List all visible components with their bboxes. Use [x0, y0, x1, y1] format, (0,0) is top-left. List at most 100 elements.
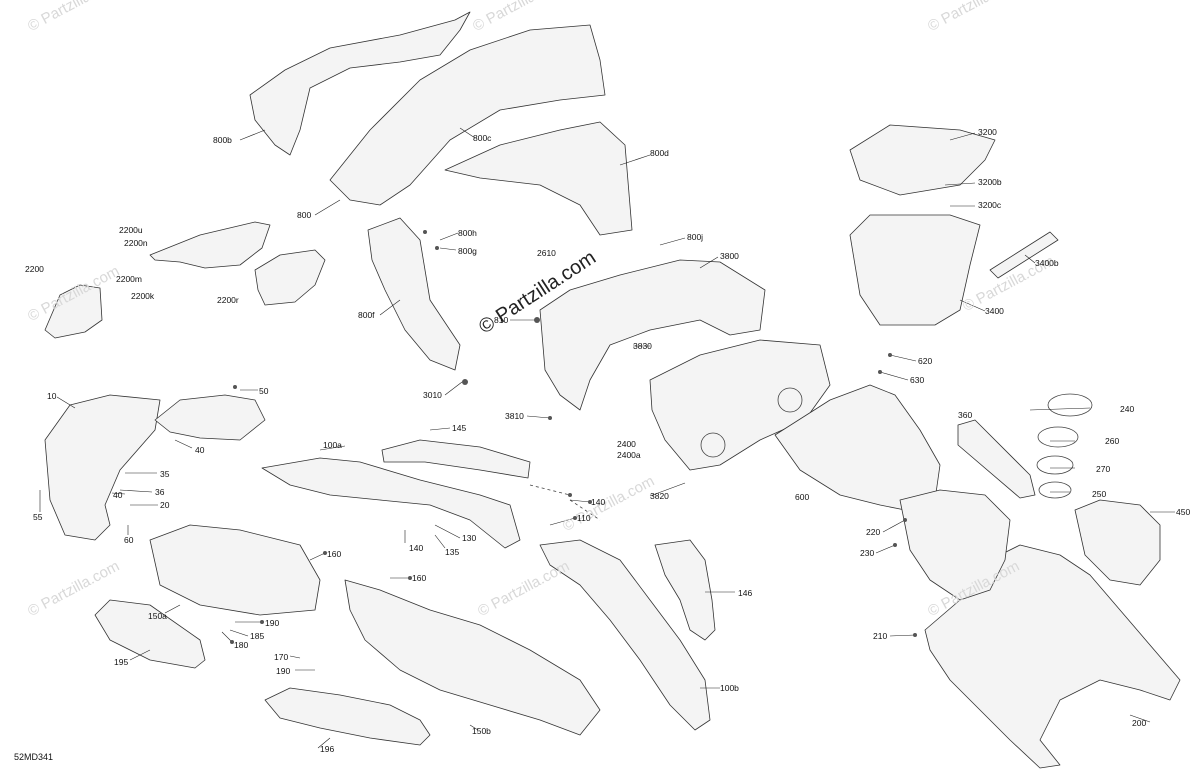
callout-800j[interactable]: 800j	[687, 232, 704, 242]
callout-2200n[interactable]: 2200n	[124, 238, 148, 248]
callout-3400[interactable]: 3400	[985, 306, 1004, 316]
callout-140-right[interactable]: 140	[591, 497, 606, 507]
callout-2200r[interactable]: 2200r	[217, 295, 239, 305]
callout-3810[interactable]: 3810	[505, 411, 524, 421]
callout-3010[interactable]: 3010	[423, 390, 442, 400]
callout-110[interactable]: 110	[577, 513, 591, 523]
callout-360[interactable]: 360	[958, 410, 973, 420]
callout-800d[interactable]: 800d	[650, 148, 669, 158]
part-145-shape	[381, 439, 531, 479]
part-360-shape	[957, 419, 1036, 499]
part-3400b-shape	[989, 231, 1059, 279]
callout-270[interactable]: 270	[1096, 464, 1111, 474]
part-3400-shape	[849, 214, 981, 326]
callout-3200[interactable]: 3200	[978, 127, 997, 137]
part-800d-shape	[444, 121, 633, 236]
callout-180[interactable]: 180	[234, 640, 249, 650]
callout-450[interactable]: 450	[1176, 507, 1191, 517]
callout-630[interactable]: 630	[910, 375, 925, 385]
callout-2400[interactable]: 2400	[617, 439, 636, 449]
callout-10[interactable]: 10	[47, 391, 57, 401]
callout-250[interactable]: 250	[1092, 489, 1107, 499]
part-2400-lens-2	[777, 387, 803, 413]
part-196-shape	[264, 687, 431, 746]
callout-160-left[interactable]: 160	[327, 549, 342, 559]
callout-40-top[interactable]: 40	[195, 445, 205, 455]
callout-600[interactable]: 600	[795, 492, 810, 502]
callout-150b[interactable]: 150b	[472, 726, 491, 736]
part-40-bracket	[154, 394, 266, 441]
callout-35[interactable]: 35	[160, 469, 170, 479]
part-250-ring	[1038, 481, 1072, 499]
part-450-shape	[1074, 499, 1161, 586]
callout-185[interactable]: 185	[250, 631, 265, 641]
callout-55[interactable]: 55	[33, 512, 43, 522]
part-260-ring	[1037, 426, 1079, 448]
callout-800g[interactable]: 800g	[458, 246, 477, 256]
part-2200-bracket	[149, 221, 271, 269]
callout-130[interactable]: 130	[462, 533, 477, 543]
callout-620[interactable]: 620	[918, 356, 933, 366]
callout-3400b[interactable]: 3400b	[1035, 258, 1059, 268]
callout-36[interactable]: 36	[155, 487, 165, 497]
guide-line-1	[529, 484, 571, 496]
callout-260[interactable]: 260	[1105, 436, 1120, 446]
part-270-ring	[1036, 455, 1074, 475]
callout-170[interactable]: 170	[274, 652, 289, 662]
callout-3830[interactable]: 3830	[633, 341, 652, 351]
guide-line-2	[569, 499, 601, 521]
part-2200-mirror-right	[254, 249, 326, 306]
callout-3800[interactable]: 3800	[720, 251, 739, 261]
callout-800h[interactable]: 800h	[458, 228, 477, 238]
callout-810[interactable]: 810	[494, 315, 509, 325]
callout-100a[interactable]: 100a	[323, 440, 342, 450]
callout-3820[interactable]: 3820	[650, 491, 669, 501]
callout-150a[interactable]: 150a	[148, 611, 167, 621]
callout-2200u[interactable]: 2200u	[119, 225, 143, 235]
callout-190-top[interactable]: 190	[265, 618, 280, 628]
callout-2200k[interactable]: 2200k	[131, 291, 155, 301]
callout-3200b[interactable]: 3200b	[978, 177, 1002, 187]
callout-135[interactable]: 135	[445, 547, 460, 557]
part-146-shape	[654, 539, 716, 641]
part-220-shape	[899, 489, 1011, 601]
callout-60[interactable]: 60	[124, 535, 134, 545]
callout-200[interactable]: 200	[1132, 718, 1147, 728]
part-3200-shape	[849, 124, 996, 196]
callout-2200[interactable]: 2200	[25, 264, 44, 274]
callout-195[interactable]: 195	[114, 657, 129, 667]
part-195-shape	[94, 599, 206, 669]
callout-40-bottom[interactable]: 40	[113, 490, 123, 500]
part-10-shape	[44, 394, 161, 541]
callout-2200m[interactable]: 2200m	[116, 274, 142, 284]
callout-140-left[interactable]: 140	[409, 543, 424, 553]
part-3800-shape	[539, 259, 766, 411]
callout-190-bottom[interactable]: 190	[276, 666, 291, 676]
part-150b-shape	[344, 579, 601, 736]
callout-220[interactable]: 220	[866, 527, 881, 537]
callout-196[interactable]: 196	[320, 744, 335, 754]
callout-2610[interactable]: 2610	[537, 248, 556, 258]
callout-800c[interactable]: 800c	[473, 133, 492, 143]
callout-160-right[interactable]: 160	[412, 573, 427, 583]
callout-100b[interactable]: 100b	[720, 683, 739, 693]
callout-146[interactable]: 146	[738, 588, 753, 598]
callout-800[interactable]: 800	[297, 210, 312, 220]
callout-210[interactable]: 210	[873, 631, 888, 641]
callout-230[interactable]: 230	[860, 548, 875, 558]
callout-240[interactable]: 240	[1120, 404, 1135, 414]
callout-800b[interactable]: 800b	[213, 135, 232, 145]
part-800b-shape	[249, 11, 471, 156]
callout-3200c[interactable]: 3200c	[978, 200, 1002, 210]
callout-800f[interactable]: 800f	[358, 310, 375, 320]
part-200-shape	[924, 544, 1181, 769]
callout-20[interactable]: 20	[160, 500, 170, 510]
part-800-shape	[329, 24, 606, 206]
callout-50[interactable]: 50	[259, 386, 269, 396]
part-100b-shape	[539, 539, 711, 731]
callout-145[interactable]: 145	[452, 423, 467, 433]
callout-2400a[interactable]: 2400a	[617, 450, 641, 460]
part-2200-mirror-left	[44, 284, 103, 339]
